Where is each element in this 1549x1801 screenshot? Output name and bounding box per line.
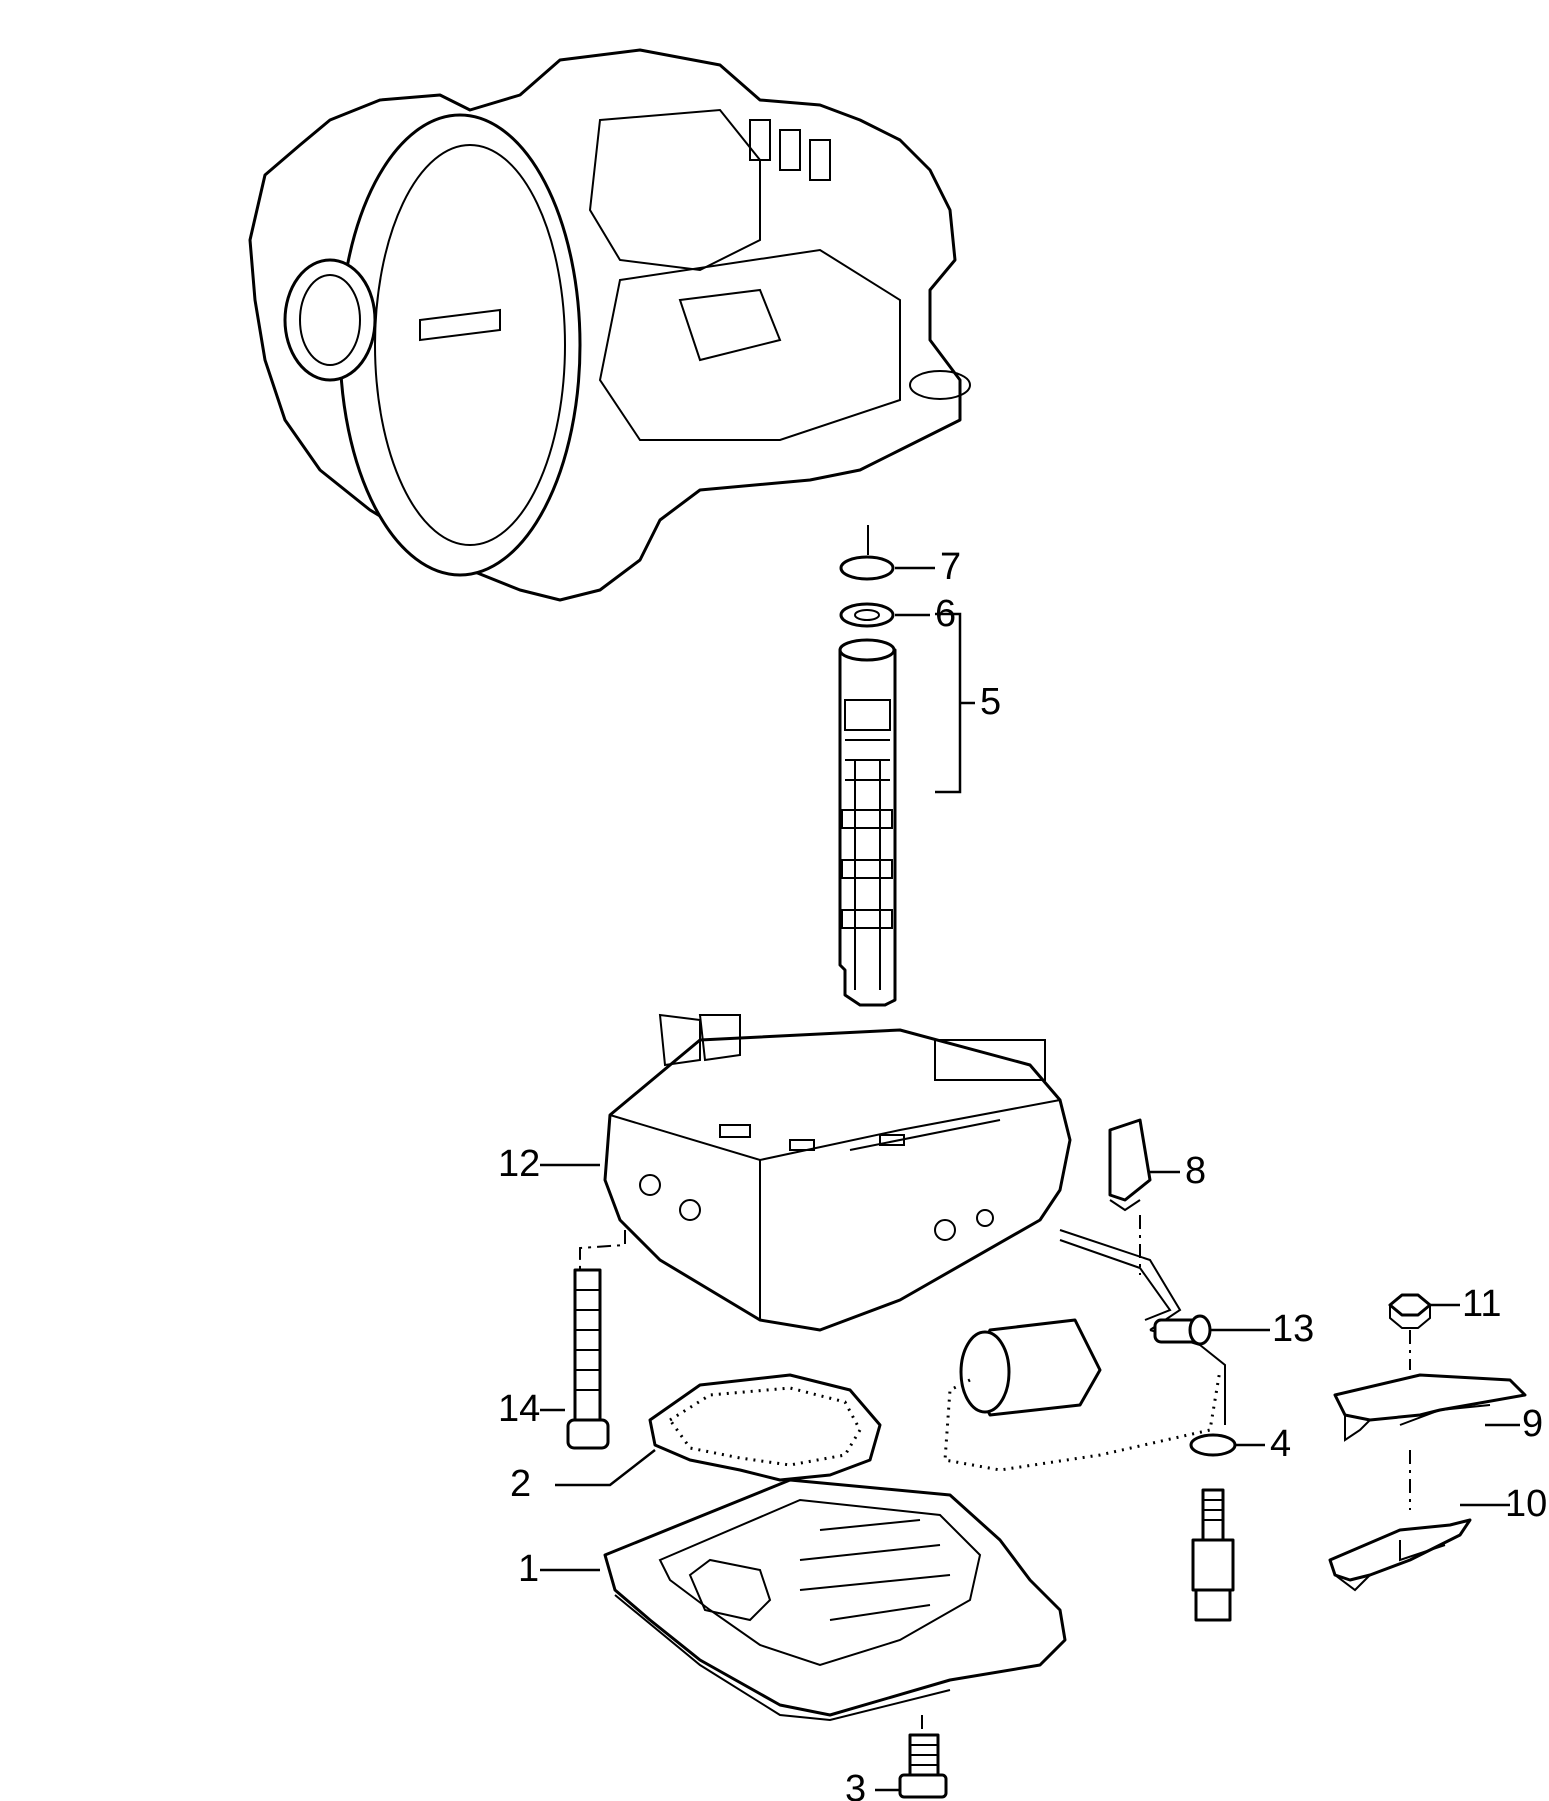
bracket-9 bbox=[1333, 1373, 1527, 1510]
callout-11: 11 bbox=[1462, 1283, 1502, 1325]
callout-3: 3 bbox=[845, 1768, 867, 1801]
bracket-10 bbox=[1328, 1518, 1472, 1592]
callout-4: 4 bbox=[1270, 1423, 1292, 1465]
callout-14: 14 bbox=[498, 1388, 541, 1430]
callout-5: 5 bbox=[980, 681, 1002, 723]
callout-12: 12 bbox=[498, 1143, 541, 1185]
strainer-assembly bbox=[838, 525, 897, 1007]
callout-2: 2 bbox=[510, 1463, 532, 1505]
callout-10: 10 bbox=[1505, 1483, 1548, 1525]
callout-9: 9 bbox=[1522, 1403, 1544, 1445]
gasket-2 bbox=[648, 1373, 882, 1482]
bolt-13 bbox=[1153, 1314, 1212, 1346]
valve-body bbox=[603, 1013, 1072, 1332]
oil-pan bbox=[603, 1478, 1067, 1722]
callout-13: 13 bbox=[1272, 1308, 1315, 1350]
callout-8: 8 bbox=[1185, 1150, 1207, 1192]
wiring-harness bbox=[943, 1229, 1226, 1472]
bolt-14 bbox=[566, 1230, 626, 1450]
callout-1: 1 bbox=[518, 1548, 540, 1590]
callout-7: 7 bbox=[940, 546, 962, 588]
bolt-3 bbox=[898, 1715, 948, 1799]
leader-lines bbox=[540, 566, 1520, 1792]
sensor-4 bbox=[1189, 1433, 1237, 1622]
nut-11 bbox=[1388, 1293, 1432, 1370]
transmission-housing bbox=[248, 48, 971, 602]
callout-6: 6 bbox=[935, 593, 957, 635]
clip-8 bbox=[1108, 1118, 1152, 1275]
